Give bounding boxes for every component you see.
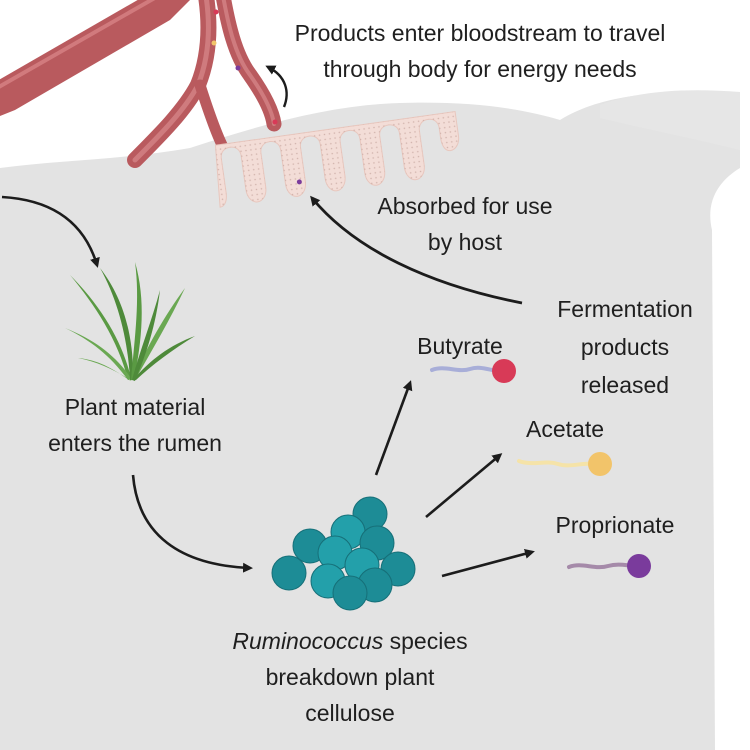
plant-caption-line2: enters the rumen: [48, 430, 222, 456]
bacteria-cluster-icon: [271, 496, 416, 611]
blood-vessel-icon: [0, 0, 282, 168]
absorbed-caption-line1: Absorbed for use: [377, 193, 553, 219]
arrow-plant-to-bacteria: [131, 474, 253, 573]
bloodstream-caption-line2: through body for energy needs: [323, 56, 637, 82]
bloodstream-caption: Products enter bloodstream to travel thr…: [250, 15, 710, 87]
fermentation-caption-line3: released: [580, 372, 670, 398]
ruminococcus-caption-line2: breakdown plant: [265, 664, 435, 690]
plant-caption: Plant material enters the rumen: [20, 389, 250, 461]
acetate-molecule-icon: [517, 452, 612, 476]
proprionate-label-text: Proprionate: [555, 512, 675, 538]
ruminococcus-genus: Ruminococcus: [232, 628, 384, 654]
arrow-to-acetate: [425, 453, 503, 518]
butyrate-label: Butyrate: [405, 328, 515, 364]
fermentation-caption-line2: products: [580, 334, 670, 360]
ruminococcus-caption: Ruminococcus species breakdown plant cel…: [200, 623, 500, 731]
butyrate-label-text: Butyrate: [417, 333, 503, 359]
bloodstream-caption-line1: Products enter bloodstream to travel: [294, 20, 666, 46]
proprionate-molecule-icon: [567, 554, 651, 578]
plant-caption-line1: Plant material: [64, 394, 206, 420]
ruminococcus-caption-line1-rest: species: [383, 628, 468, 654]
rumen-background: [0, 92, 740, 750]
proprionate-label: Proprionate: [535, 507, 695, 543]
arrow-to-bloodstream: [265, 65, 288, 108]
acetate-label: Acetate: [510, 411, 620, 447]
butyrate-molecule-icon: [430, 359, 516, 383]
grass-icon: [65, 262, 195, 381]
rumen-upper-right-blob: [600, 90, 740, 150]
villi-icon: [214, 110, 460, 208]
arrow-absorbed-to-villi: [310, 195, 523, 305]
arrow-to-butyrate: [374, 380, 413, 476]
ruminococcus-caption-line1: Ruminococcus species: [200, 623, 500, 659]
fermentation-caption: Fermentation products released: [530, 290, 720, 404]
ruminococcus-caption-line3: cellulose: [305, 700, 395, 726]
acetate-label-text: Acetate: [526, 416, 604, 442]
arrow-to-proprionate: [441, 548, 535, 578]
fermentation-caption-line1: Fermentation: [557, 296, 693, 322]
absorbed-caption: Absorbed for use by host: [350, 188, 580, 260]
absorbed-caption-line2: by host: [427, 229, 503, 255]
arrow-into-rumen: [1, 195, 100, 268]
